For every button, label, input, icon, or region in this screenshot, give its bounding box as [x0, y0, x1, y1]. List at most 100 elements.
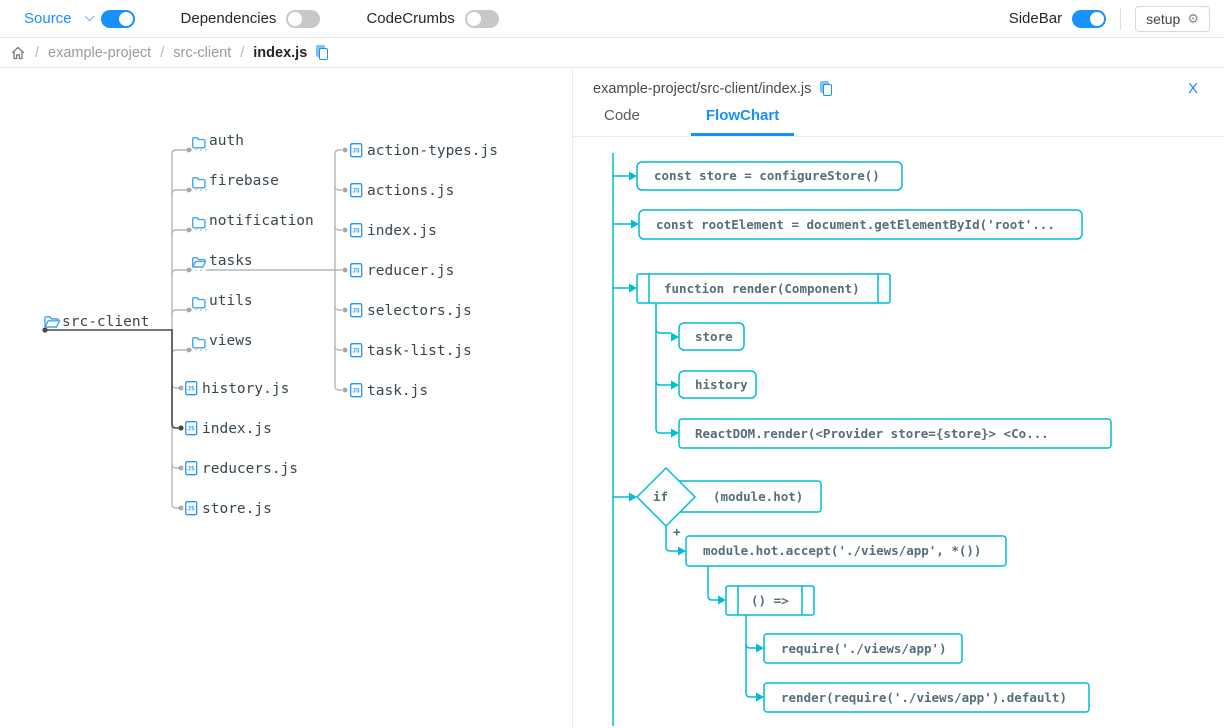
tree-node-folder-notification[interactable]: notification	[192, 213, 314, 229]
flow-node-label: module.hot.accept('./views/app', *())	[703, 543, 981, 558]
tree-connector	[334, 185, 342, 191]
panel-title: example-project/src-client/index.js	[593, 80, 812, 97]
tree-node-dot	[42, 327, 48, 333]
tree-node-file-store[interactable]: JS store.js	[185, 501, 272, 517]
sidebar-label: SideBar	[1008, 10, 1063, 27]
flow-connector	[655, 303, 671, 434]
svg-text:JS: JS	[187, 506, 195, 513]
tree-node-folder-tasks[interactable]: tasks	[192, 253, 253, 269]
home-icon[interactable]	[10, 45, 26, 61]
flow-node-reactdom-render: ReactDOM.render(<Provider store={store}>…	[678, 418, 1112, 449]
source-label[interactable]: Source	[24, 10, 72, 27]
top-toolbar: Source Dependencies CodeCrumbs SideBar s…	[0, 0, 1224, 38]
tree-node-file-reducers[interactable]: JS reducers.js	[185, 461, 298, 477]
tree-node-file-actions[interactable]: JS actions.js	[350, 183, 455, 199]
svg-text:JS: JS	[352, 148, 360, 155]
copy-icon[interactable]	[316, 44, 329, 61]
flow-connector	[655, 328, 671, 334]
flow-connector	[745, 643, 756, 649]
chevron-down-icon[interactable]	[84, 11, 95, 22]
svg-text:JS: JS	[352, 348, 360, 355]
tree-connector	[171, 463, 179, 469]
setup-button[interactable]: setup ⚙	[1135, 5, 1210, 32]
tree-node-file-task-list[interactable]: JS task-list.js	[350, 343, 472, 359]
svg-text:JS: JS	[187, 386, 195, 393]
flow-node-label: store	[695, 329, 733, 344]
tree-node-folder-utils[interactable]: utils	[192, 293, 253, 309]
tree-node-label: utils	[209, 293, 253, 309]
arrow-icon	[678, 546, 686, 556]
breadcrumb-item-folder[interactable]: src-client	[173, 44, 232, 61]
tree-connector	[171, 189, 187, 195]
file-tree-canvas: src-client auth firebase	[42, 133, 498, 517]
tree-node-label: reducer.js	[367, 263, 454, 279]
flow-node-function-render: function render(Component)	[636, 273, 891, 304]
folder-icon	[192, 177, 206, 189]
flow-node-label: history	[695, 377, 748, 392]
tree-node-file-history[interactable]: JS history.js	[185, 381, 290, 397]
codecrumbs-control: CodeCrumbs	[366, 9, 499, 28]
folder-icon	[192, 217, 206, 229]
tree-node-file-index-selected[interactable]: JS index.js	[185, 421, 272, 437]
js-file-icon: JS	[350, 143, 363, 158]
toolbar-right: SideBar setup ⚙	[1008, 5, 1210, 32]
breadcrumb-item-file[interactable]: index.js	[253, 44, 308, 61]
tree-node-file-selectors[interactable]: JS selectors.js	[350, 303, 472, 319]
main-area: src-client auth firebase	[0, 68, 1224, 728]
tree-node-folder-auth[interactable]: auth	[192, 133, 244, 149]
gear-icon: ⚙	[1187, 11, 1199, 26]
tree-node-folder-views[interactable]: views	[192, 333, 253, 349]
tab-flowchart[interactable]: FlowChart	[690, 101, 795, 136]
js-file-icon: JS	[350, 343, 363, 358]
flow-node-hot-accept: module.hot.accept('./views/app', *())	[685, 535, 1007, 567]
arrow-icon	[629, 283, 637, 293]
panel-tabs: Code FlowChart	[573, 103, 1224, 137]
tree-connector	[334, 305, 342, 311]
svg-text:JS: JS	[352, 388, 360, 395]
breadcrumb-item-project[interactable]: example-project	[48, 44, 152, 61]
open-folder-icon	[44, 316, 61, 328]
arrow-icon	[756, 643, 764, 653]
tab-code[interactable]: Code	[604, 107, 640, 124]
close-button[interactable]: X	[1182, 80, 1204, 97]
js-file-icon: JS	[350, 183, 363, 198]
flowchart-view: const store = configureStore() const roo…	[573, 137, 1224, 728]
source-control: Source	[24, 9, 135, 28]
copy-icon[interactable]	[820, 80, 833, 97]
tree-node-file-tasks-index[interactable]: JS index.js	[350, 223, 437, 239]
sidebar-panel: example-project/src-client/index.js X Co…	[572, 68, 1224, 728]
arrow-icon	[671, 428, 679, 438]
tree-node-file-action-types[interactable]: JS action-types.js	[350, 143, 498, 159]
tree-connector	[334, 149, 342, 155]
folder-icon	[192, 337, 206, 349]
dependencies-toggle[interactable]	[286, 9, 321, 28]
flow-node-arrow-function: () =>	[725, 585, 815, 616]
flow-node-label: if	[653, 489, 668, 504]
tree-connector	[171, 383, 179, 389]
tree-connector	[334, 345, 342, 351]
svg-text:JS: JS	[352, 268, 360, 275]
tree-node-label: reducers.js	[202, 461, 298, 477]
breadcrumb-separator: /	[240, 44, 245, 61]
tree-node-file-reducer[interactable]: JS reducer.js	[350, 263, 455, 279]
js-file-icon: JS	[185, 461, 198, 476]
breadcrumb-separator: /	[35, 44, 40, 61]
setup-button-label: setup	[1146, 10, 1181, 27]
tree-node-file-task[interactable]: JS task.js	[350, 383, 428, 399]
panel-header: example-project/src-client/index.js X	[573, 68, 1224, 103]
tree-node-label: action-types.js	[367, 143, 498, 159]
tree-connector	[334, 225, 342, 231]
arrow-icon	[629, 492, 637, 502]
flowchart-canvas: const store = configureStore() const roo…	[612, 153, 1112, 726]
tree-connector	[171, 149, 187, 155]
flow-node-render-default: render(require('./views/app').default)	[763, 682, 1090, 713]
codecrumbs-toggle[interactable]	[464, 9, 499, 28]
arrow-icon	[718, 595, 726, 605]
tree-node-src-client[interactable]: src-client	[44, 314, 149, 330]
tree-node-folder-firebase[interactable]: firebase	[192, 173, 279, 189]
js-file-icon: JS	[350, 383, 363, 398]
source-toggle[interactable]	[100, 9, 135, 28]
tree-node-label: src-client	[62, 314, 149, 330]
sidebar-toggle[interactable]	[1072, 9, 1107, 28]
flow-node-label: require('./views/app')	[781, 641, 947, 656]
